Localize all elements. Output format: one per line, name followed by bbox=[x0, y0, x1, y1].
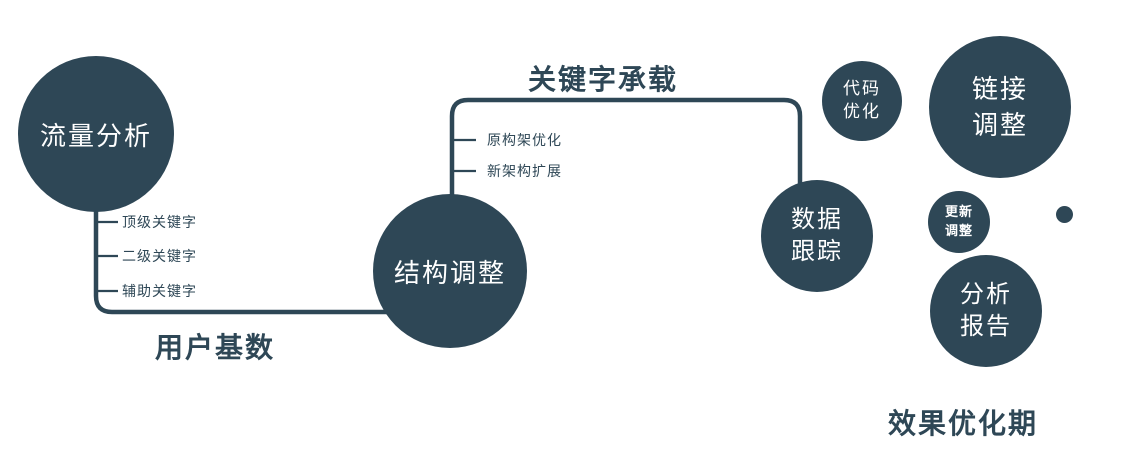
node-label: 结构调整 bbox=[393, 257, 506, 288]
node-label-line2: 调整 bbox=[971, 110, 1028, 140]
node-link-adjustment: 链接 调整 bbox=[929, 36, 1071, 178]
node-data-tracking: 数据 跟踪 bbox=[761, 180, 873, 292]
node-structure-adjustment: 结构调整 bbox=[373, 194, 527, 348]
node-code-optimization: 代码 优化 bbox=[822, 61, 902, 141]
branch-label-second-keywords: 二级关键字 bbox=[122, 248, 197, 264]
branch-label-aux-keywords: 辅助关键字 bbox=[122, 283, 197, 299]
node-label-line2: 跟踪 bbox=[791, 238, 843, 265]
branch-label-new-arch-expand: 新架构扩展 bbox=[487, 163, 562, 179]
branch-label-top-keywords: 顶级关键字 bbox=[122, 214, 197, 230]
dot-marker bbox=[1056, 206, 1073, 223]
phase-label-effect-period: 效果优化期 bbox=[888, 408, 1039, 439]
node-label-line2: 报告 bbox=[960, 313, 1012, 340]
node-update-adjustment: 更新 调整 bbox=[928, 191, 990, 253]
node-label: 流量分析 bbox=[39, 120, 152, 151]
edge-label-user-base: 用户基数 bbox=[155, 332, 276, 363]
connector-traffic-to-structure bbox=[93, 190, 400, 315]
connector-structure-to-tracking bbox=[449, 97, 803, 200]
node-label-line1: 代码 bbox=[843, 79, 881, 99]
node-label-line2: 优化 bbox=[843, 102, 881, 121]
node-label-line1: 更新 bbox=[944, 204, 973, 220]
node-label-line1: 数据 bbox=[791, 205, 843, 233]
node-label-line1: 分析 bbox=[960, 280, 1012, 308]
node-label-line1: 链接 bbox=[971, 73, 1028, 104]
edge-label-keyword-carry: 关键字承载 bbox=[528, 64, 679, 95]
node-analysis-report: 分析 报告 bbox=[930, 255, 1042, 367]
branch-label-orig-arch-opt: 原构架优化 bbox=[487, 132, 562, 148]
node-traffic-analysis: 流量分析 bbox=[18, 56, 174, 212]
node-label-line2: 调整 bbox=[944, 223, 973, 238]
